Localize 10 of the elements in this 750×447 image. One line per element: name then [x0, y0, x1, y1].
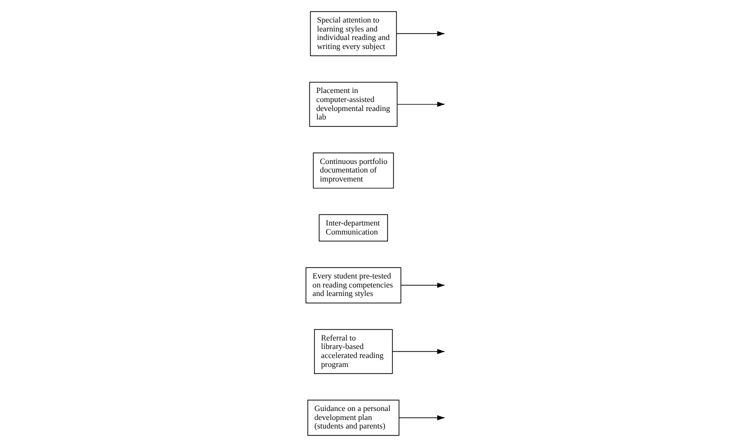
node-box: Special attention to learning styles and individual reading and writing every subject — [310, 11, 397, 56]
node-box: Inter-department Communication — [318, 214, 388, 242]
node-box: Continuous portfolio documentation of improvement — [312, 152, 394, 189]
node-box: Placement in computer-assisted developmental reading lab — [309, 82, 398, 127]
arrow — [396, 102, 445, 107]
arrow — [400, 282, 445, 288]
node-box: Guidance on a personal development plan (students and parents) — [307, 400, 400, 436]
node-box: Referral to library-based accelerated reading program — [314, 329, 393, 374]
node-box: Every student pre-tested on reading competencies and learning styles — [306, 267, 402, 304]
arrow — [396, 31, 445, 36]
